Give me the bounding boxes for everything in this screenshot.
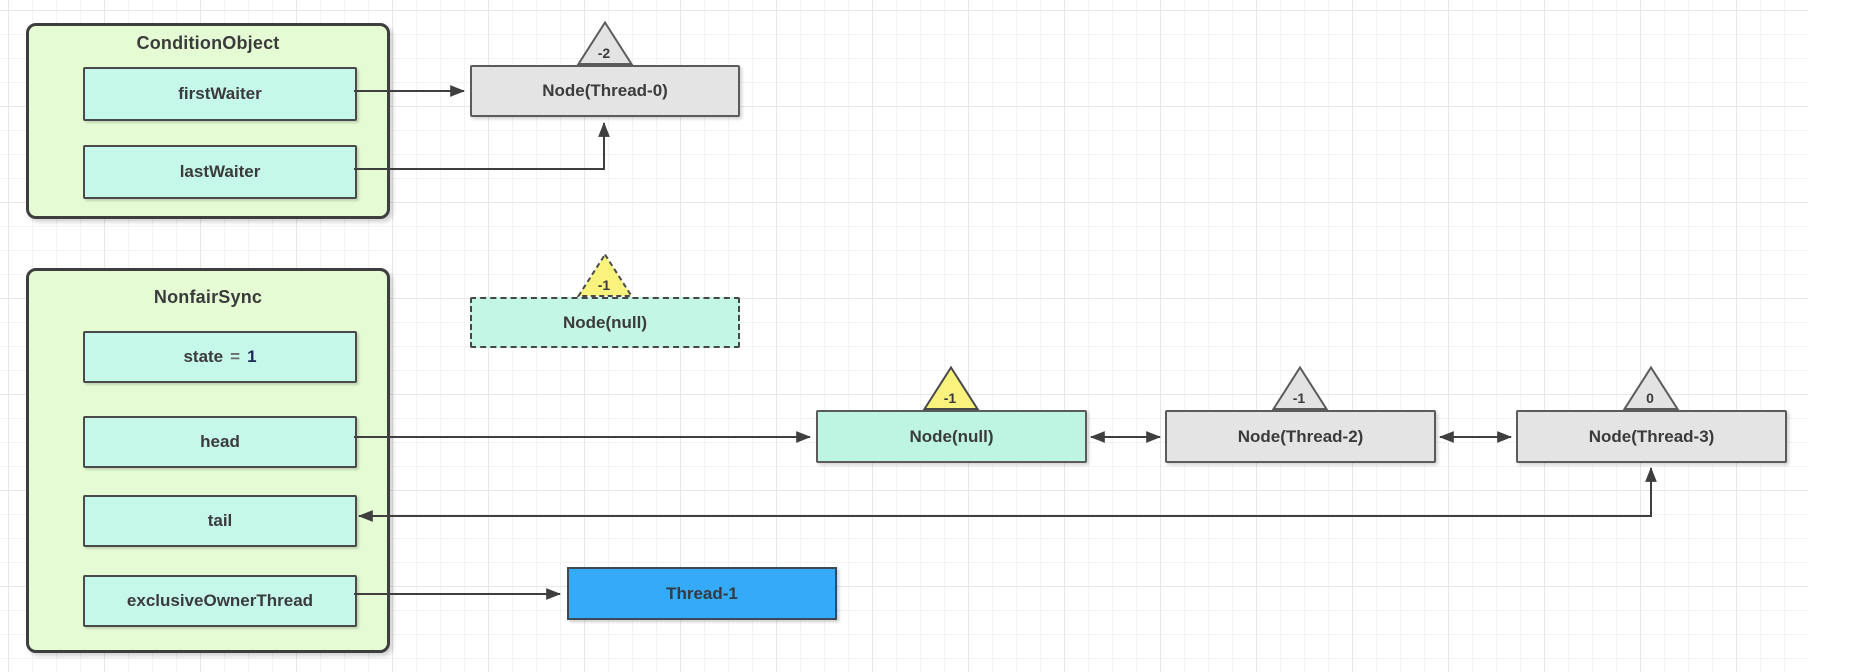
wait-status-triangle-node-thread-3: 0 xyxy=(1622,365,1680,410)
state-field: state = 1 xyxy=(83,331,357,383)
wait-status-value: -1 xyxy=(944,390,957,406)
tail-field: tail xyxy=(83,495,357,547)
head-field: head xyxy=(83,416,357,468)
wait-status-value: -1 xyxy=(598,277,611,293)
wait-status-triangle-node-null-head: -1 xyxy=(922,365,980,410)
arrow-tail-node-thread-3 xyxy=(357,466,1657,522)
arrow-lastwaiter-to-node-thread-0 xyxy=(354,121,610,170)
nonfair-sync-container: NonfairSync state = 1 head tail exclusiveO… xyxy=(26,268,390,653)
node-thread-2: Node(Thread-2) xyxy=(1165,410,1436,463)
wait-status-triangle-node-null-condition: -1 xyxy=(576,252,634,297)
thread-1-box: Thread-1 xyxy=(567,567,837,620)
node-null-dashed: Node(null) xyxy=(470,297,740,348)
wait-status-value: -2 xyxy=(598,45,611,61)
node-null-head: Node(null) xyxy=(816,410,1087,463)
wait-status-value: -1 xyxy=(1293,390,1306,406)
last-waiter-field: lastWaiter xyxy=(83,145,357,199)
exclusive-owner-thread-field: exclusiveOwnerThread xyxy=(83,575,357,627)
node-thread-3: Node(Thread-3) xyxy=(1516,410,1787,463)
node-thread-0: Node(Thread-0) xyxy=(470,65,740,117)
first-waiter-field: firstWaiter xyxy=(83,67,357,121)
condition-object-container: ConditionObject firstWaiter lastWaiter xyxy=(26,23,390,219)
condition-object-title: ConditionObject xyxy=(136,33,280,53)
wait-status-triangle-node-thread-0: -2 xyxy=(576,20,634,65)
state-label: state xyxy=(183,347,224,366)
wait-status-triangle-node-thread-2: -1 xyxy=(1271,365,1329,410)
canvas-right-margin xyxy=(1808,0,1850,672)
state-equals-sign: = xyxy=(230,347,241,366)
state-value: 1 xyxy=(247,347,257,366)
nonfair-sync-title: NonfairSync xyxy=(153,287,263,307)
wait-status-value: 0 xyxy=(1646,390,1654,406)
